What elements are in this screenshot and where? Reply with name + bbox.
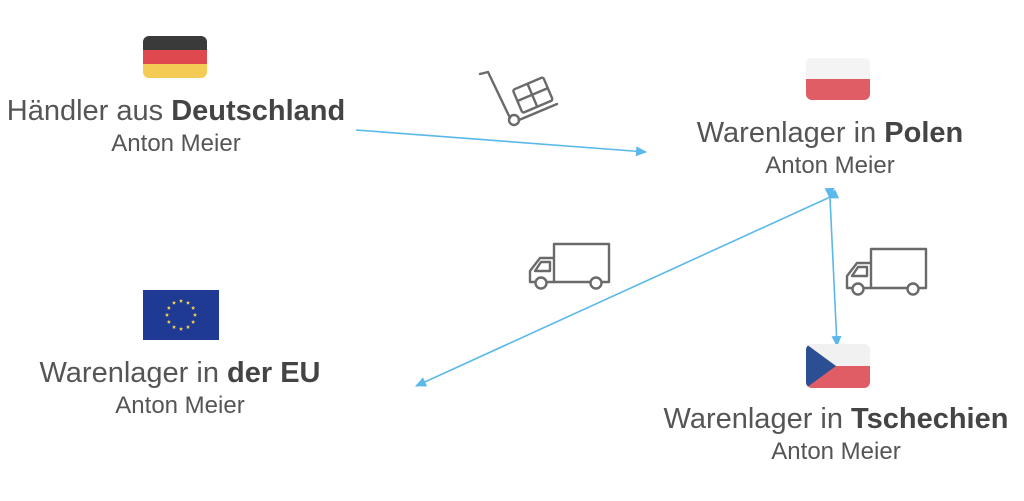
eu-star: [166, 305, 171, 310]
czech-flag-icon: [806, 344, 870, 388]
arrow-poland-to-eu: [415, 189, 840, 387]
node-title: Warenlager in Tschechien: [660, 402, 1012, 436]
arrow-germany-to-poland: [355, 129, 647, 157]
eu-star: [191, 305, 196, 310]
delivery-truck-icon: [845, 247, 928, 296]
node-poland-warehouse: Warenlager in Polen Anton Meier: [676, 116, 984, 182]
arrow-poland-to-czech: [824, 187, 842, 347]
person-name: Anton Meier: [111, 130, 241, 157]
delivery-truck-icon: [528, 242, 611, 290]
node-title: Warenlager in der EU: [22, 356, 338, 390]
eu-star: [171, 300, 177, 305]
node-germany-dealer: Händler aus Deutschland Anton Meier: [0, 94, 352, 160]
node-title: Händler aus Deutschland: [0, 94, 352, 128]
person-name: Anton Meier: [771, 438, 901, 465]
node-title: Warenlager in Polen: [676, 116, 984, 150]
title-prefix: Warenlager in: [39, 357, 228, 389]
eu-star: [185, 324, 191, 329]
node-eu-warehouse: Warenlager in der EU Anton Meier: [22, 356, 338, 422]
title-bold: der EU: [227, 357, 321, 389]
title-prefix: Warenlager in: [663, 403, 852, 435]
title-prefix: Warenlager in: [696, 117, 885, 149]
hand-truck-icon: [478, 70, 559, 127]
title-bold: Deutschland: [171, 95, 346, 127]
title-bold: Tschechien: [851, 403, 1009, 435]
node-czech-warehouse: Warenlager in Tschechien Anton Meier: [660, 402, 1012, 468]
germany-flag-icon: [143, 36, 207, 78]
eu-flag-icon: [143, 290, 219, 340]
eu-star: [191, 319, 196, 324]
title-bold: Polen: [884, 117, 964, 149]
eu-star: [178, 326, 184, 331]
eu-star: [185, 300, 191, 305]
eu-star: [164, 312, 170, 317]
eu-star: [166, 319, 171, 324]
person-name: Anton Meier: [765, 152, 895, 179]
eu-star: [178, 298, 184, 303]
person-name: Anton Meier: [115, 392, 245, 419]
eu-star: [171, 324, 177, 329]
eu-star: [192, 312, 198, 317]
poland-flag-icon: [806, 58, 870, 100]
title-prefix: Händler aus: [6, 95, 172, 127]
